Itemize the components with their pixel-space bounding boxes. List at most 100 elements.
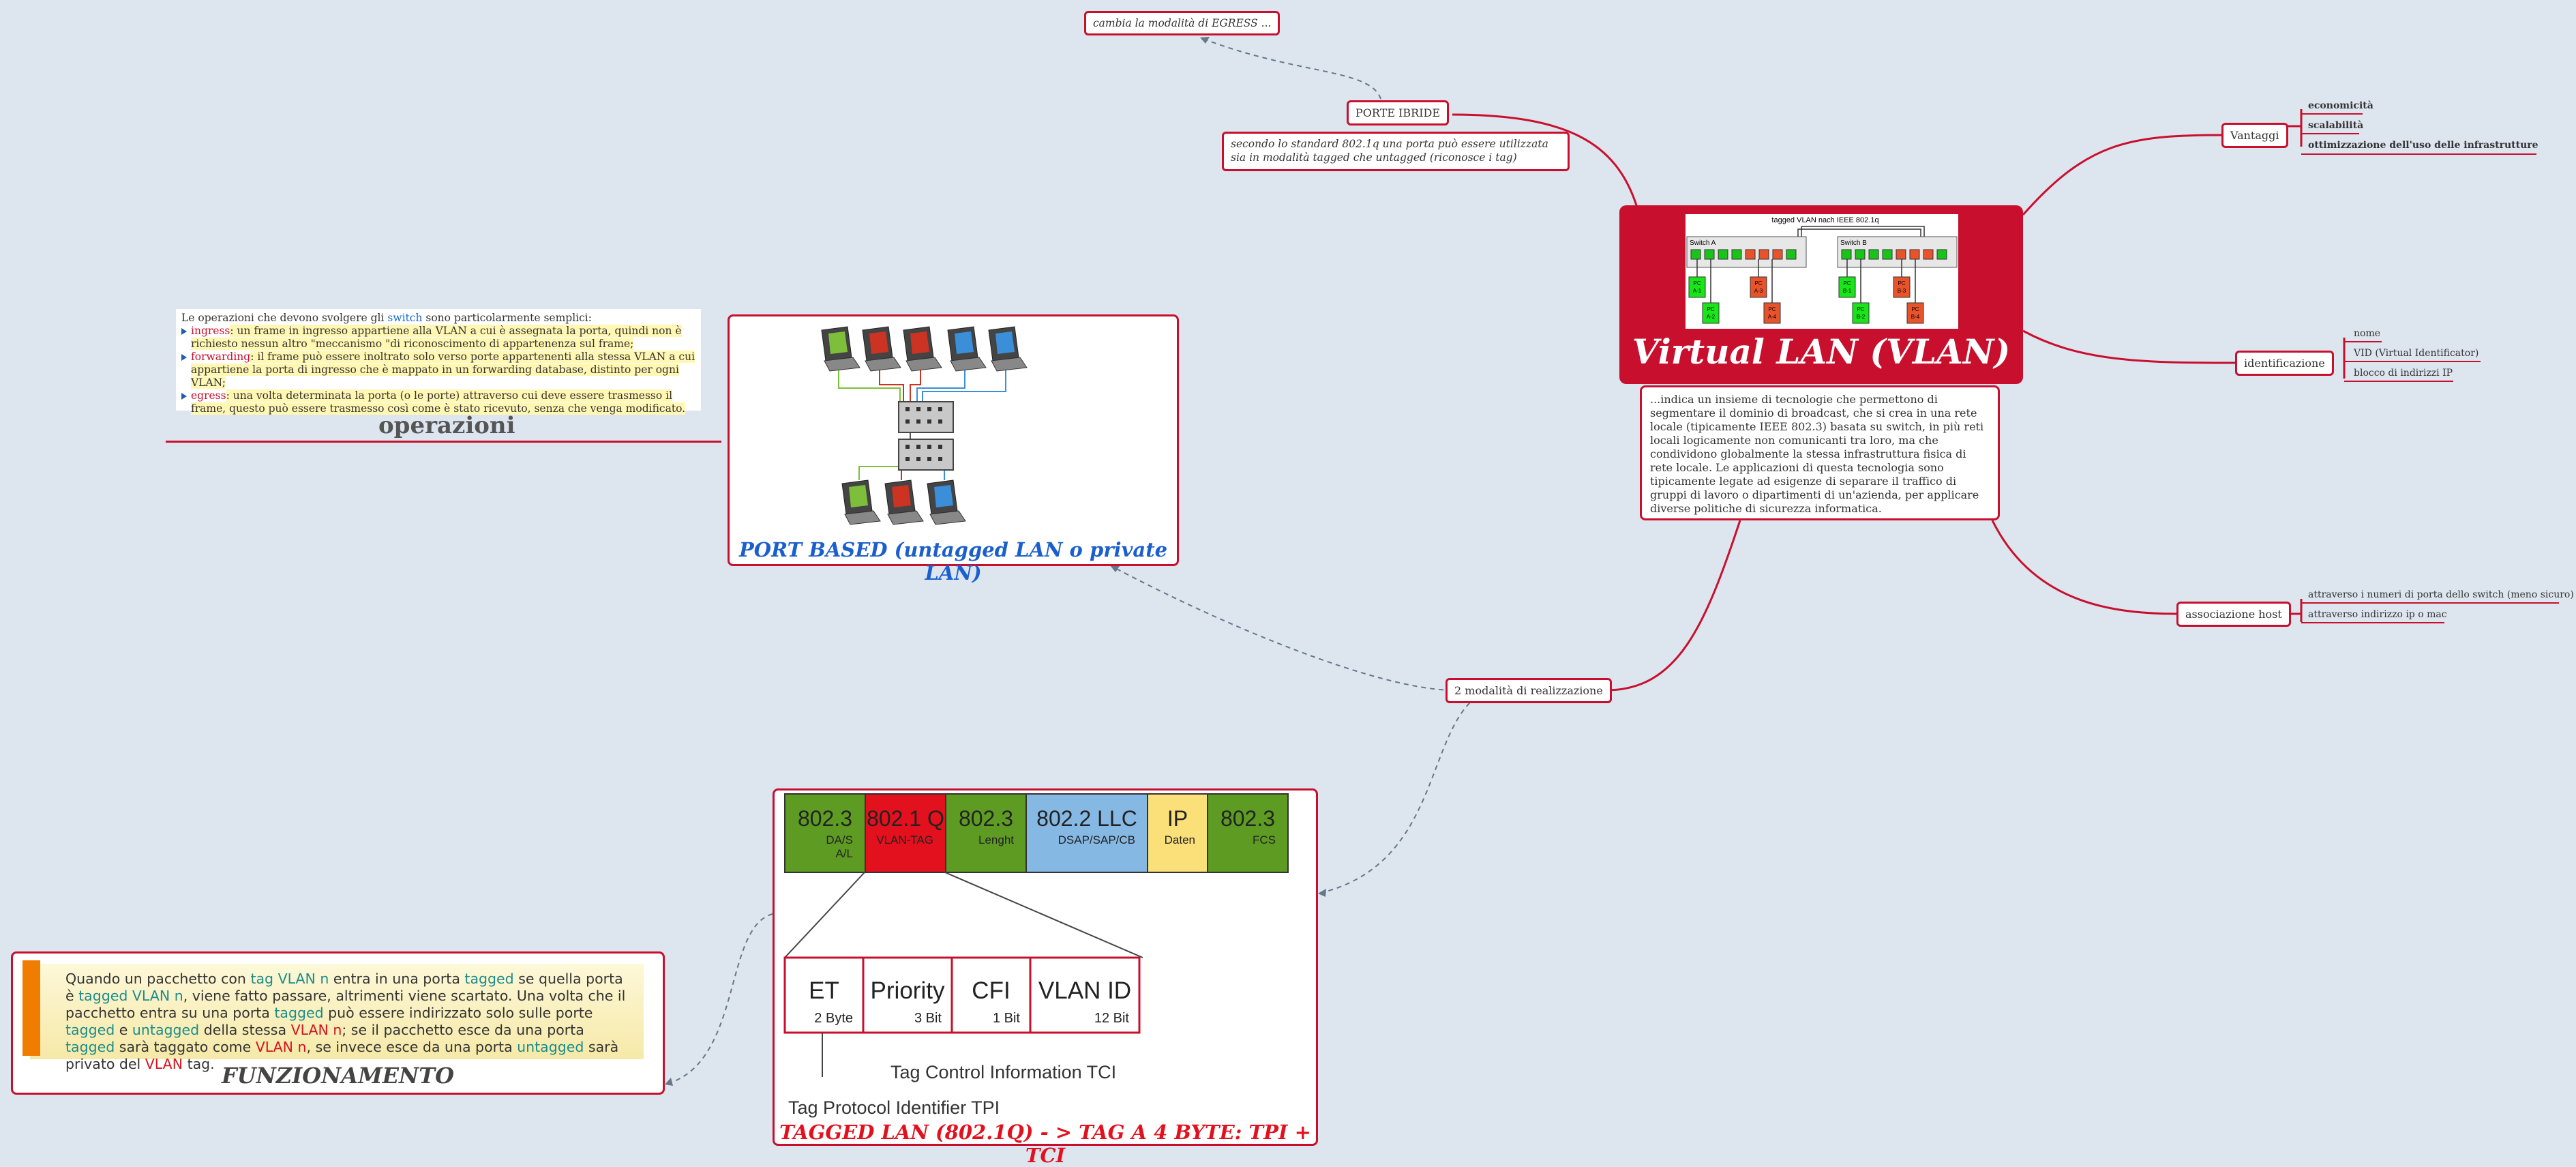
laptop-base — [905, 357, 942, 372]
ident-item-2: blocco di indirizzi IP — [2354, 368, 2453, 379]
assoc-item-1-line — [2301, 622, 2444, 623]
switch-port — [1718, 249, 1728, 260]
central-topic[interactable]: tagged VLAN nach IEEE 802.1q Switch A Sw… — [1619, 205, 2023, 384]
funz-text-part: può essere indirizzato solo sulle porte — [323, 1005, 593, 1021]
switch-port-dot — [916, 445, 920, 449]
switch-port-dot — [905, 407, 910, 411]
pc-label: PC — [1707, 306, 1714, 312]
funz-text-part: untagged — [517, 1039, 584, 1055]
switch-port-dot — [927, 445, 931, 449]
laptop-display — [995, 331, 1015, 354]
switch-port-dot — [916, 419, 920, 424]
assoc-item-0: attraverso i numeri di porta dello switc… — [2308, 589, 2574, 600]
frame-cell-sub: Lenght — [978, 833, 1014, 846]
switch-port — [1936, 249, 1947, 260]
modalita-node[interactable]: 2 modalità di realizzazione — [1446, 678, 1612, 703]
link-central-associazione — [1991, 520, 2177, 615]
ops-item-ingress: ingress: un frame in ingresso appartiene… — [181, 325, 695, 351]
operazioni-underline — [166, 441, 721, 443]
link-central-vantaggi — [2022, 134, 2222, 216]
pc-label-id: B-2 — [1857, 314, 1866, 320]
switch-port — [1868, 249, 1879, 260]
pc-label-id: B-4 — [1911, 314, 1920, 320]
switch-port — [1923, 249, 1934, 260]
laptop-base — [991, 357, 1028, 372]
laptop-base — [887, 510, 924, 525]
funz-text-part: se quella porta è — [65, 971, 623, 1004]
pc-box — [1702, 302, 1720, 324]
tagged-vlan-caption: tagged VLAN nach IEEE 802.1q — [1771, 216, 1878, 224]
funz-text-part: tagged — [65, 1039, 115, 1055]
tag-field-name: Priority — [871, 977, 945, 1004]
description-note: ...indica un insieme di tecnologie che p… — [1640, 385, 2000, 520]
switch-port-dot — [927, 419, 931, 424]
pc-box — [1750, 276, 1767, 298]
tag-field-sub: 2 Byte — [814, 1011, 853, 1026]
vantaggi-item-0-line — [2301, 113, 2363, 115]
ident-item-0: nome — [2354, 328, 2381, 339]
laptop-base — [865, 357, 901, 372]
pc-box — [1688, 276, 1706, 298]
funzionamento-note-bar — [23, 960, 40, 1056]
laptop-base — [950, 357, 987, 372]
funz-text-part: VLAN n — [255, 1039, 307, 1055]
switch-b-label: Switch B — [1840, 239, 1867, 247]
switch-port — [1758, 249, 1769, 260]
laptop-display — [955, 331, 974, 354]
funzionamento-title: FUNZIONAMENTO — [222, 1063, 454, 1089]
switch-port — [1855, 249, 1866, 260]
pc-label-id: B-3 — [1898, 288, 1906, 294]
switch-a-label: Switch A — [1690, 239, 1716, 247]
assoc-item-0-line — [2301, 602, 2559, 604]
pc-label-id: B-1 — [1843, 288, 1852, 294]
ident-item-0-line — [2344, 341, 2382, 342]
associazione-node[interactable]: associazione host — [2176, 602, 2291, 627]
port-based-node[interactable]: PORT BASED (untagged LAN o private LAN) — [728, 314, 1179, 585]
switch-port-dot — [927, 407, 931, 411]
funz-text-part: , viene fatto passare, altrimenti viene … — [65, 988, 626, 1021]
switch-port-dot — [938, 407, 942, 411]
central-title: Virtual LAN (VLAN) — [1632, 331, 2011, 372]
frame-cell-name: 802.1 Q — [867, 806, 944, 831]
frame-cell-name: 802.2 LLC — [1036, 806, 1137, 831]
frame-cell — [784, 793, 866, 873]
frame-cell-name: IP — [1167, 806, 1188, 831]
vantaggi-node[interactable]: Vantaggi — [2221, 123, 2288, 148]
funzionamento-node[interactable]: Quando un pacchetto con tag VLAN n entra… — [11, 951, 665, 1095]
switch-port — [1704, 249, 1715, 260]
funz-text-part: , se invece esce da una porta — [306, 1039, 518, 1055]
arrow-portbased — [1110, 565, 1120, 572]
pc-box — [1763, 302, 1781, 324]
link-vantaggi-items — [2288, 109, 2303, 147]
funz-text-part: Quando un pacchetto con — [65, 971, 251, 987]
frame-cell-sub: Daten — [1165, 833, 1195, 846]
switch-port — [1772, 249, 1783, 260]
frame-cell-sub: FCS — [1253, 833, 1276, 846]
frame-cell — [1025, 793, 1148, 873]
funz-text-part: della stessa — [199, 1022, 291, 1038]
switch-port — [1909, 249, 1920, 260]
link-central-porte — [1452, 113, 1638, 206]
operazioni-title[interactable]: operazioni — [378, 412, 515, 439]
funz-text-part: tagged — [65, 1022, 115, 1038]
switch-port-dot — [938, 419, 942, 424]
switch-port-dot — [927, 457, 931, 461]
switch-port — [1882, 249, 1893, 260]
porte-ibride-node[interactable]: PORTE IBRIDE — [1347, 100, 1450, 125]
link-modalita-tagged — [1317, 696, 1477, 894]
pc-label: PC — [1898, 280, 1905, 286]
funz-text-part: tag. — [183, 1056, 215, 1072]
laptop-base — [929, 510, 966, 525]
pc-box — [1838, 276, 1856, 298]
funz-text-part: VLAN n — [290, 1022, 342, 1038]
ops-item-egress: egress: una volta determinata la porta (… — [181, 389, 695, 415]
funz-text-part: entra in una porta — [329, 971, 465, 987]
identificazione-node[interactable]: identificazione — [2235, 351, 2334, 376]
tag-field-sub: 3 Bit — [914, 1011, 942, 1026]
switch-port — [1786, 249, 1797, 260]
tci-label: Tag Control Information TCI — [890, 1062, 1116, 1082]
vantaggi-item-0: economicità — [2308, 100, 2373, 111]
